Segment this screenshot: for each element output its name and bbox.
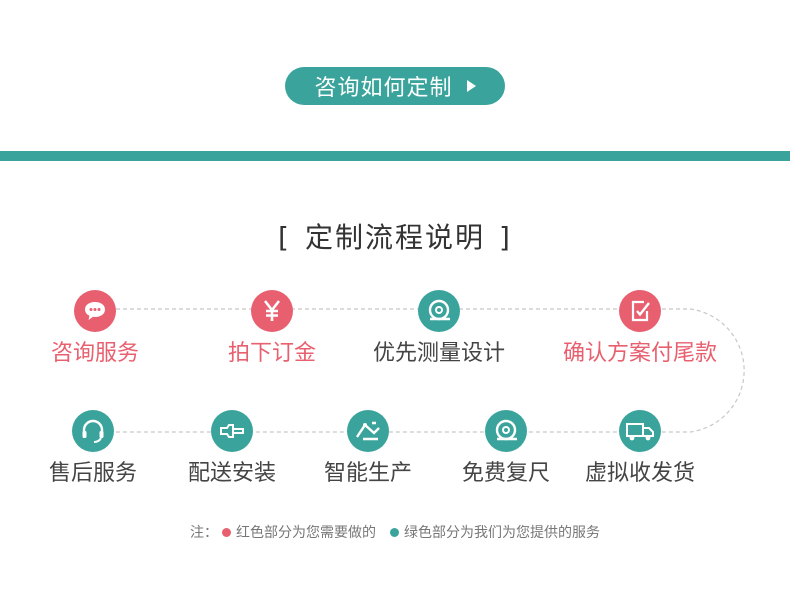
yen-icon [251, 290, 293, 332]
section-title: [ 定制流程说明] [0, 216, 790, 256]
step-pay-deposit: 拍下订金 [172, 290, 372, 367]
step-delivery-installation: 配送安装 [132, 410, 332, 487]
green-dot-icon [390, 528, 399, 537]
note-prefix: 注： [190, 525, 218, 541]
step-label: 咨询服务 [50, 341, 139, 366]
consult-button[interactable]: 咨询如何定制 [285, 67, 505, 105]
section-title-text: 定制流程说明 [304, 221, 485, 254]
truck-icon [619, 410, 661, 452]
note-red-text: 红色部分为您需要做的 [236, 525, 376, 541]
tape-measure-icon [485, 410, 527, 452]
chat-bubble-icon [74, 290, 116, 332]
step-consult-service: 咨询服务 [0, 290, 195, 367]
play-arrow-icon [466, 80, 476, 92]
consult-button-label: 咨询如何定制 [314, 76, 453, 101]
step-label: 配送安装 [187, 461, 276, 486]
step-label: 拍下订金 [227, 341, 316, 366]
wrench-icon [211, 410, 253, 452]
bracket-open: [ [278, 221, 291, 254]
teal-divider-band [0, 151, 790, 161]
legend-note: 注： 红色部分为您需要做的 绿色部分为我们为您提供的服务 [0, 522, 790, 542]
step-label: 智能生产 [323, 461, 412, 486]
machine-arm-icon [347, 410, 389, 452]
note-green-text: 绿色部分为我们为您提供的服务 [404, 525, 600, 541]
step-after-sales-service: 售后服务 [0, 410, 193, 487]
bracket-close: ] [499, 221, 512, 254]
step-label: 免费复尺 [461, 461, 550, 486]
step-virtual-shipping: 虚拟收发货 [540, 410, 740, 487]
check-document-icon [619, 290, 661, 332]
red-dot-icon [222, 528, 231, 537]
step-smart-production: 智能生产 [268, 410, 468, 487]
step-label: 确认方案付尾款 [562, 341, 717, 366]
tape-measure-icon [418, 290, 460, 332]
step-confirm-plan-pay-balance: 确认方案付尾款 [540, 290, 740, 367]
step-label: 优先测量设计 [372, 341, 505, 366]
step-priority-measure-design: 优先测量设计 [339, 290, 539, 367]
step-label: 售后服务 [48, 461, 137, 486]
step-free-remeasure: 免费复尺 [406, 410, 606, 487]
step-label: 虚拟收发货 [584, 461, 695, 486]
headset-icon [72, 410, 114, 452]
